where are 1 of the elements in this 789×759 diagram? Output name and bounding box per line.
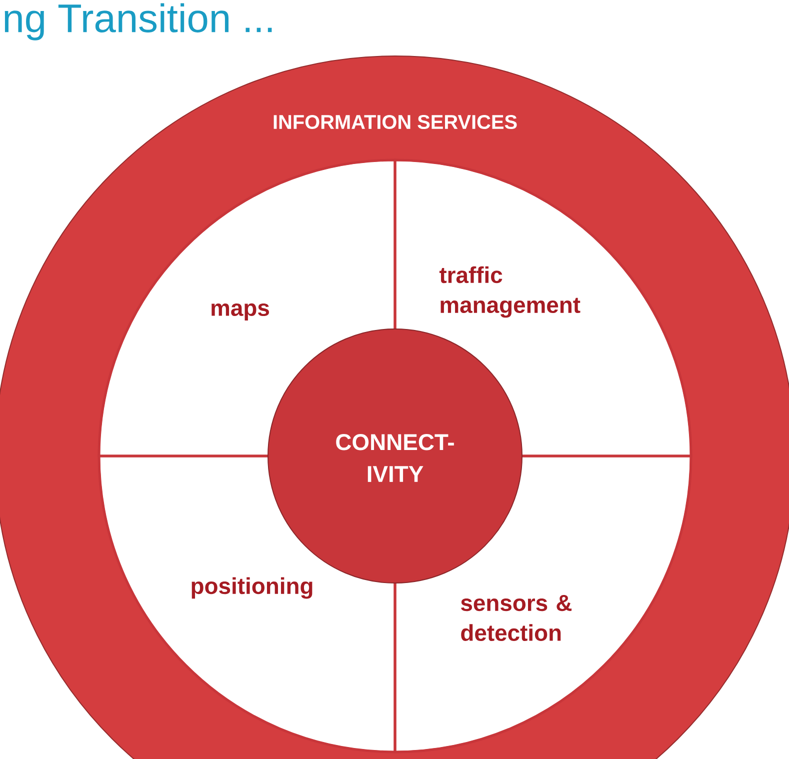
title: ng Transition ... (4, 3, 272, 40)
